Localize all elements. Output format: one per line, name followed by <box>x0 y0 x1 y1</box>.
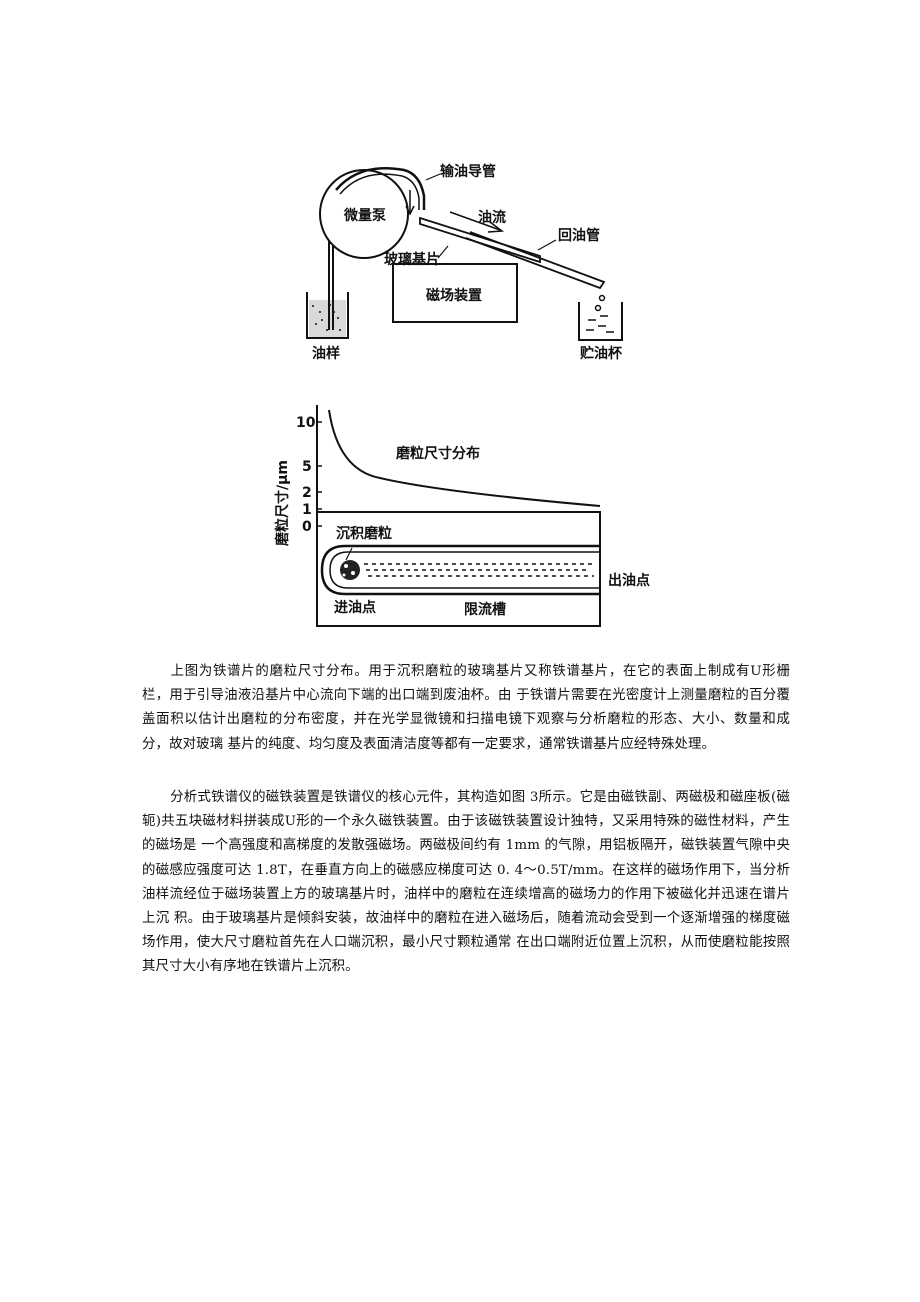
magnet-device <box>392 263 518 323</box>
substrate-outline <box>316 511 601 627</box>
curve-label: 磨粒尺寸分布 <box>396 445 480 462</box>
y-tick-0: 0 <box>302 519 312 535</box>
magnet-label: 磁场装置 <box>426 287 482 304</box>
deposited-particles <box>340 560 360 580</box>
inlet-label: 进油点 <box>334 599 376 616</box>
oil-sample-label: 油样 <box>312 345 340 362</box>
y-ticks <box>317 421 322 527</box>
oil-cup <box>578 302 623 341</box>
oil-delivery-tube-label: 输油导管 <box>440 163 496 180</box>
paragraph-2: 分析式铁谱仪的磁铁装置是铁谱仪的核心元件，其构造如图 3所示。它是由磁铁副、两磁… <box>142 786 790 980</box>
y-axis-label: 磨粒尺寸/μm <box>274 460 291 546</box>
channel-label: 限流槽 <box>464 601 506 618</box>
oil-flow-label: 油流 <box>478 209 506 226</box>
deposit-label: 沉积磨粒 <box>336 525 392 542</box>
outlet-label: 出油点 <box>608 572 650 589</box>
u-barrier-outer <box>320 544 600 596</box>
paragraph-1-text: 上图为铁谱片的磨粒尺寸分布。用于沉积磨粒的玻璃基片又称铁谱基片，在它的表面上制成… <box>142 664 790 752</box>
ferrograph-figures: 微量泵 输油导管 油流 回油管 玻璃基片 磁场装置 油样 贮油杯 <box>274 163 650 627</box>
y-tick-5: 5 <box>302 459 312 475</box>
y-tick-2: 2 <box>302 485 312 501</box>
paragraph-2-text: 分析式铁谱仪的磁铁装置是铁谱仪的核心元件，其构造如图 3所示。它是由磁铁副、两磁… <box>142 790 790 975</box>
return-tube <box>465 231 606 290</box>
oil-sample-beaker <box>306 292 349 339</box>
y-tick-10: 10 <box>296 415 316 431</box>
u-barrier-inner <box>329 551 600 589</box>
apparatus-diagram <box>306 166 623 341</box>
return-tube-label: 回油管 <box>558 227 600 244</box>
paragraph-1: 上图为铁谱片的磨粒尺寸分布。用于沉积磨粒的玻璃基片又称铁谱基片，在它的表面上制成… <box>142 660 790 757</box>
pump-label: 微量泵 <box>343 207 386 224</box>
oil-cup-label: 贮油杯 <box>579 345 623 362</box>
glass-substrate-label: 玻璃基片 <box>384 251 440 268</box>
particle-trail <box>364 563 594 577</box>
y-tick-1: 1 <box>302 502 312 518</box>
size-distribution-diagram <box>316 405 601 627</box>
size-distribution-curve <box>328 409 601 507</box>
